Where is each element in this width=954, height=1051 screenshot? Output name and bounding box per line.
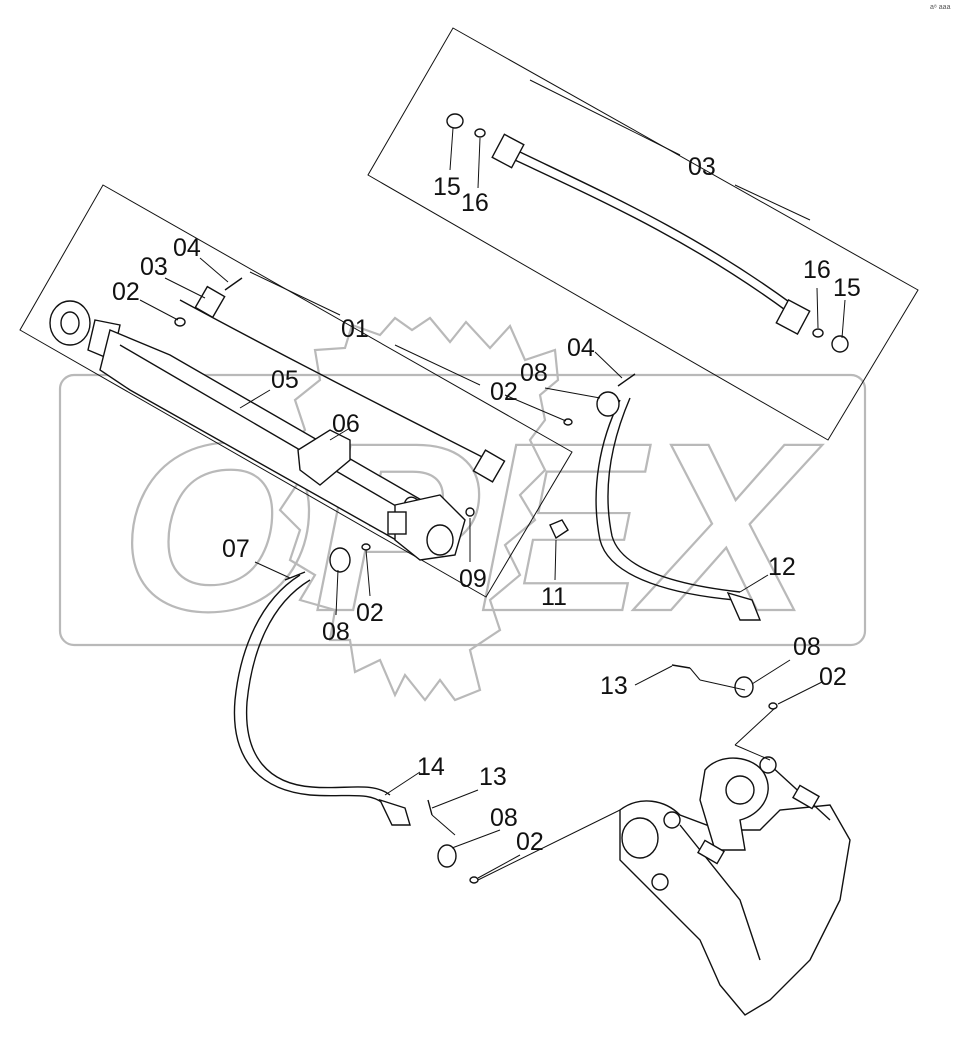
callout-12: 12 xyxy=(768,553,796,581)
hose-12 xyxy=(563,373,762,621)
bolt-13 xyxy=(671,664,691,669)
port-block xyxy=(387,511,407,535)
tube-assembly-03 xyxy=(446,113,849,353)
plug-15 xyxy=(831,335,849,353)
callout-02: 02 xyxy=(356,599,384,627)
plug-15 xyxy=(446,113,464,129)
group-box-cylinder xyxy=(19,184,573,598)
hose-14 xyxy=(233,543,411,826)
callout-02: 02 xyxy=(490,378,518,406)
corner-mark: a⁸ aaa xyxy=(930,4,951,11)
callout-labels: 01 02 03 04 05 06 07 08 02 09 11 02 08 0… xyxy=(112,153,861,856)
callout-07: 07 xyxy=(222,535,250,563)
flange-block xyxy=(491,133,525,169)
callout-02: 02 xyxy=(112,278,140,306)
lower-fittings xyxy=(427,664,778,884)
leader-lines xyxy=(139,79,846,881)
bolt-04 xyxy=(224,277,243,291)
callout-08: 08 xyxy=(793,633,821,661)
hose-end-fitting xyxy=(726,591,762,621)
bolt-07 xyxy=(284,571,306,581)
callout-06: 06 xyxy=(332,410,360,438)
callout-08: 08 xyxy=(490,804,518,832)
callout-02: 02 xyxy=(819,663,847,691)
callout-05: 05 xyxy=(271,366,299,394)
callout-15: 15 xyxy=(833,274,861,302)
watermark-gear xyxy=(278,316,560,702)
oring-02 xyxy=(563,418,573,426)
callout-11: 11 xyxy=(541,583,567,611)
bolt-04 xyxy=(617,373,636,387)
flange-block xyxy=(775,298,811,336)
rod-flange xyxy=(194,285,226,319)
watermark-plate xyxy=(58,373,867,647)
callout-09: 09 xyxy=(459,565,487,593)
bracket-hole xyxy=(621,817,659,859)
flange-08 xyxy=(329,547,351,573)
group-box-tube xyxy=(367,27,919,441)
callout-02: 02 xyxy=(516,828,544,856)
clamp-06 xyxy=(297,429,351,486)
hose-end-fitting xyxy=(378,798,411,826)
callout-13: 13 xyxy=(479,763,507,791)
flange-08 xyxy=(437,844,457,868)
callout-13: 13 xyxy=(600,672,628,700)
cylinder-eye-hole xyxy=(60,311,80,335)
tube-flange xyxy=(472,449,506,483)
fitting-09 xyxy=(465,507,475,517)
callout-03: 03 xyxy=(688,153,716,181)
oring-02 xyxy=(469,876,479,884)
callout-03: 03 xyxy=(140,253,168,281)
flange-08 xyxy=(734,676,754,698)
oring-16 xyxy=(474,128,486,138)
callout-16: 16 xyxy=(461,189,489,217)
fitting-11 xyxy=(549,519,569,540)
callout-04: 04 xyxy=(173,234,201,262)
flange-08 xyxy=(596,391,620,417)
callout-01: 01 xyxy=(341,315,369,343)
bolt-13 xyxy=(427,799,433,816)
bracket-hole xyxy=(725,775,755,805)
callout-08: 08 xyxy=(322,618,350,646)
hydraulic-cylinder xyxy=(49,277,569,561)
oring-02 xyxy=(361,543,371,551)
callout-08: 08 xyxy=(520,359,548,387)
callout-04: 04 xyxy=(567,334,595,362)
oring-02 xyxy=(768,702,778,710)
callout-14: 14 xyxy=(417,753,445,781)
clevis-hole xyxy=(426,524,454,556)
callout-16: 16 xyxy=(803,256,831,284)
mount-bracket xyxy=(619,756,851,1016)
oring-16 xyxy=(812,328,824,338)
callout-15: 15 xyxy=(433,173,461,201)
